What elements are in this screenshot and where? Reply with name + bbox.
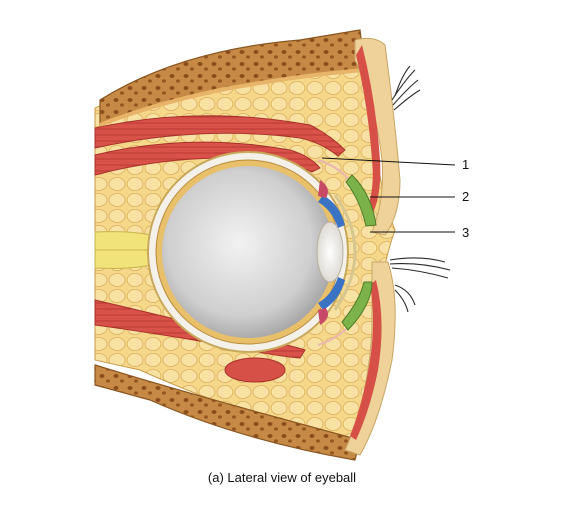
- levator-palpebrae-muscle: [94, 115, 346, 157]
- vitreous-body: [162, 166, 334, 338]
- lower-orbital-bone: [94, 364, 361, 461]
- label-1: 1: [462, 157, 469, 172]
- periosteum-upper: [99, 68, 366, 127]
- figure-caption: (a) Lateral view of eyeball: [207, 470, 357, 485]
- tarsal-gland-upper: [345, 174, 377, 227]
- leader-line-1: [321, 157, 456, 166]
- superior-rectus-muscle: [94, 141, 321, 176]
- lower-eyelashes: [389, 257, 451, 313]
- lens: [316, 221, 344, 283]
- iris-lower: [318, 277, 345, 310]
- ciliary-body-upper: [318, 180, 328, 198]
- ciliary-body-lower: [318, 308, 328, 325]
- inferior-oblique-muscle: [224, 357, 286, 383]
- label-2: 2: [462, 189, 469, 204]
- lower-eyelid: [344, 261, 396, 456]
- orbicularis-upper: [356, 45, 381, 215]
- iris-upper: [318, 195, 345, 228]
- orbicularis-lower: [350, 280, 382, 440]
- cornea: [333, 194, 357, 311]
- tarsal-gland-lower: [341, 281, 373, 331]
- upper-eyelashes: [391, 65, 421, 111]
- upper-eyelid: [354, 37, 401, 236]
- label-3: 3: [462, 225, 469, 240]
